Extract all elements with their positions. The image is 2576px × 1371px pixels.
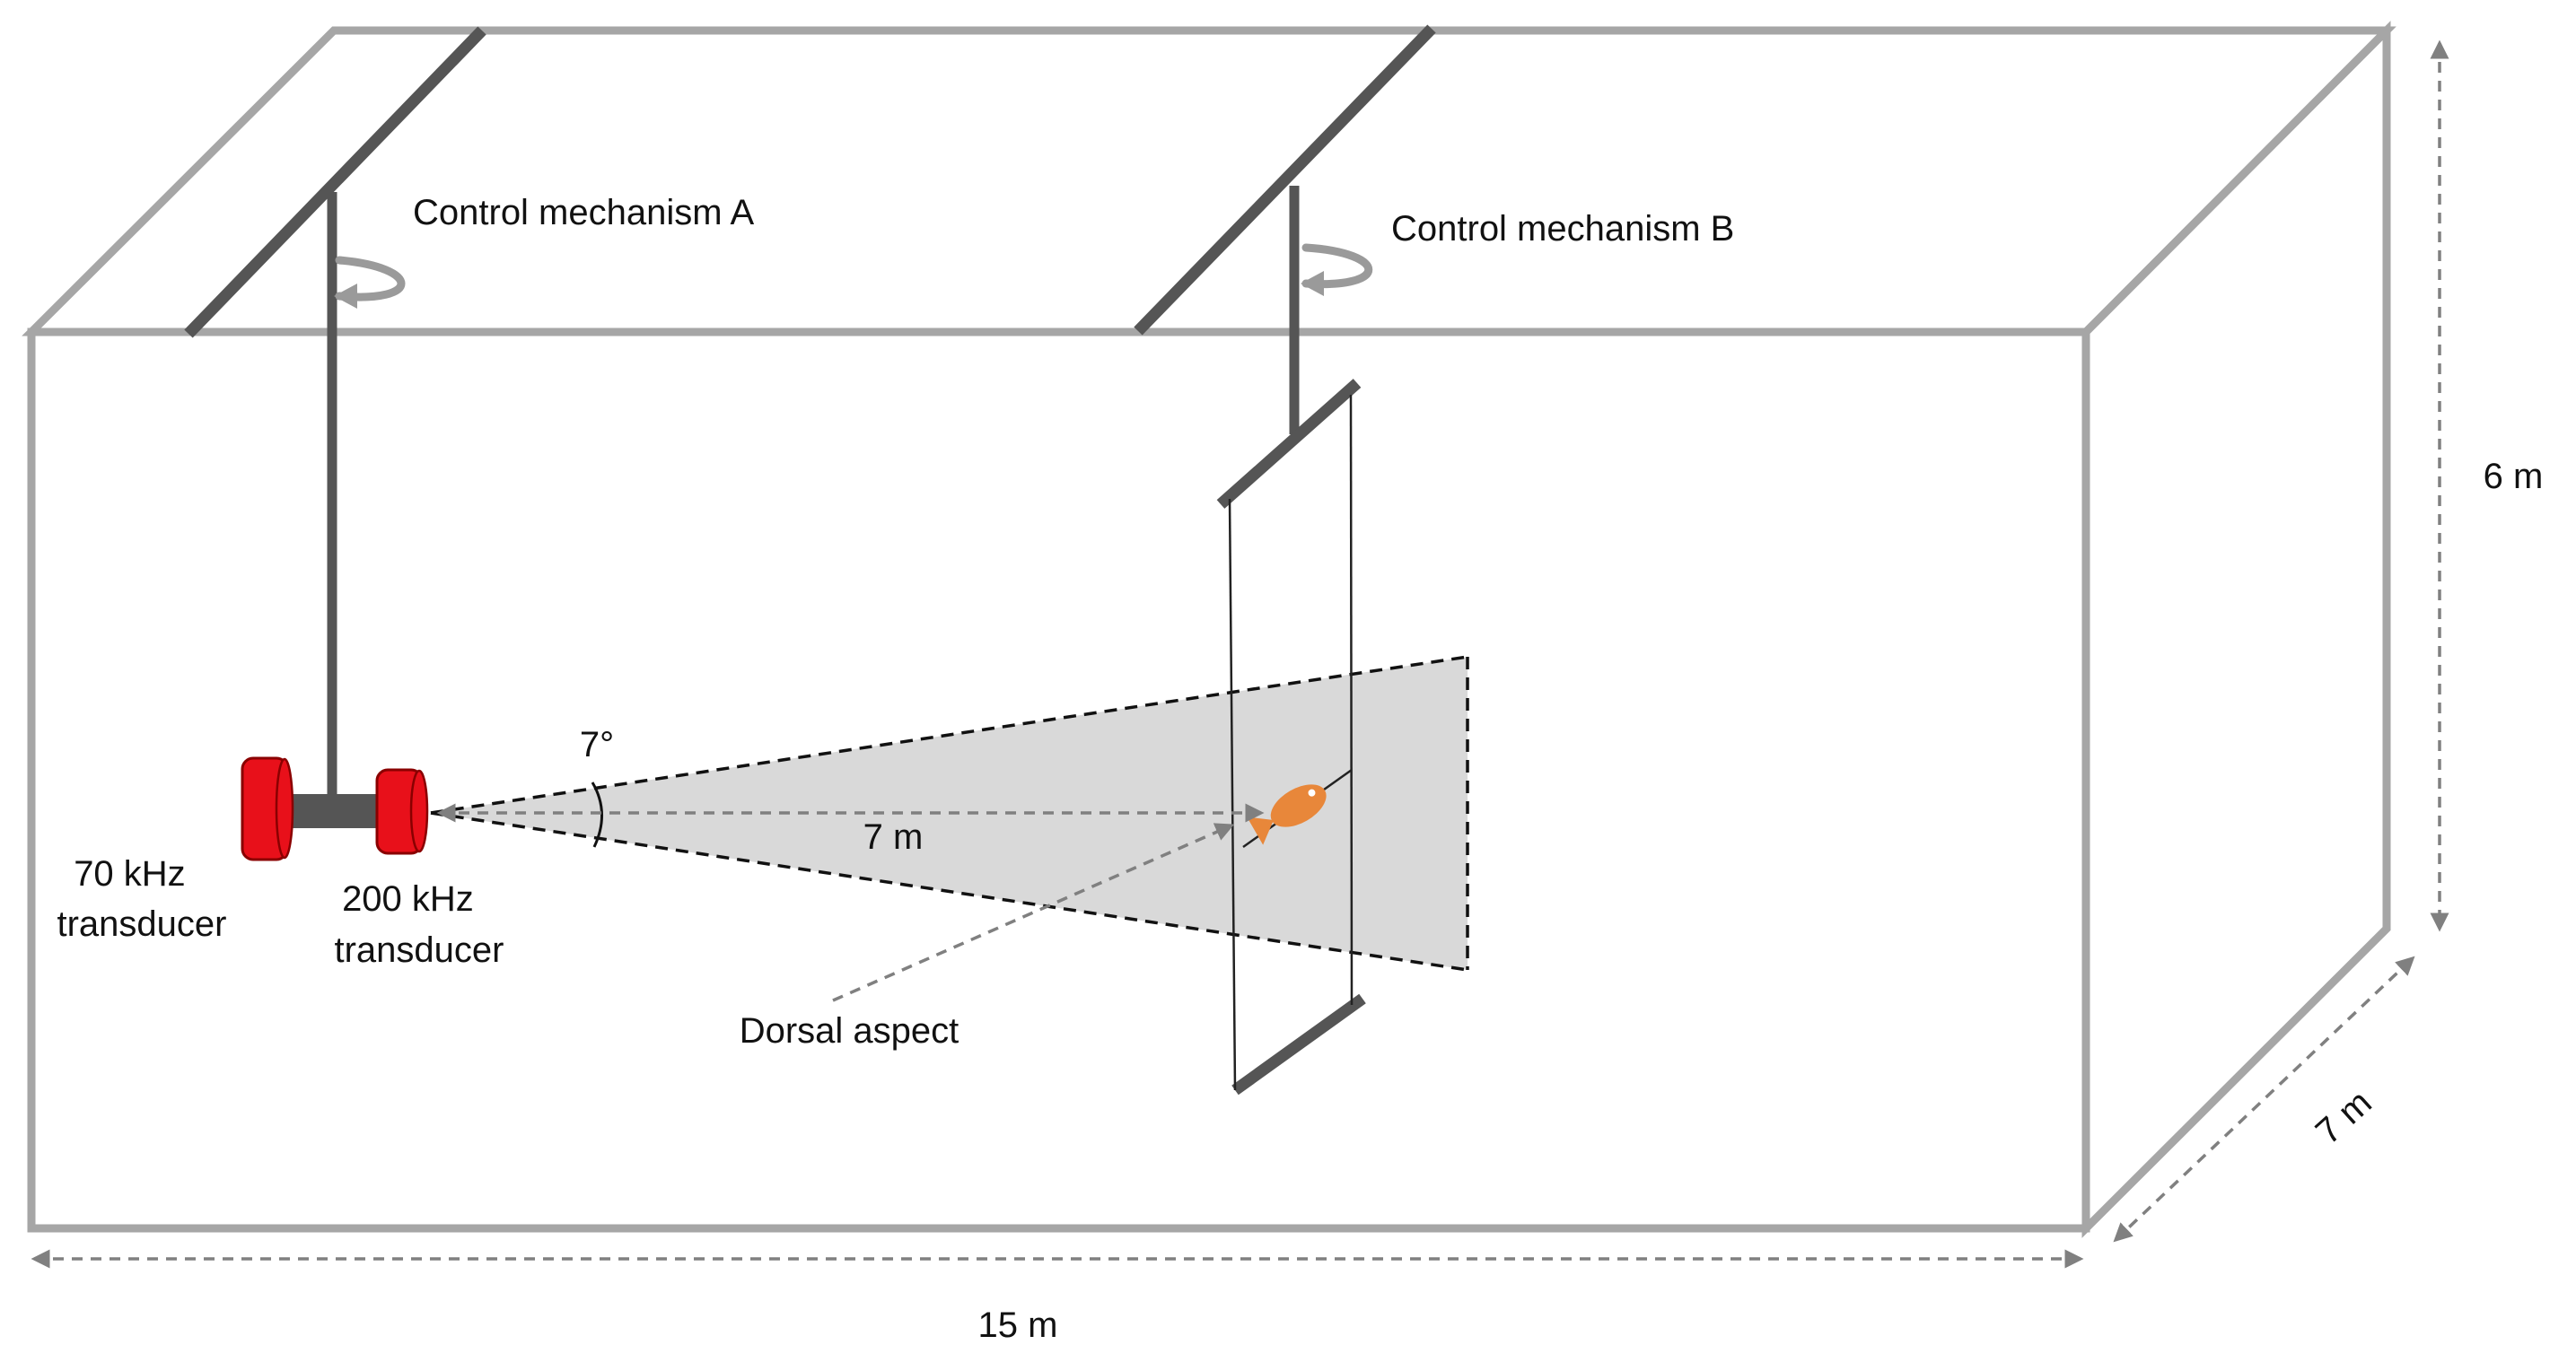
height-label: 6 m xyxy=(2484,457,2544,496)
range-label: 7 m xyxy=(863,817,924,857)
tank xyxy=(22,21,2396,1238)
transducer-70-label-line1: 70 kHz xyxy=(74,854,186,894)
control-b-rotation-arrowhead xyxy=(1301,271,1324,296)
tank-top-face xyxy=(22,26,2396,336)
control-a-label: Control mechanism A xyxy=(413,193,754,232)
dorsal-aspect-pointer xyxy=(832,823,1235,1002)
transducer-assembly xyxy=(241,756,429,861)
control-b-rotation-arrow xyxy=(1301,243,1373,289)
control-mechanism-a xyxy=(184,26,486,808)
transducer-70khz xyxy=(241,756,294,861)
control-a-rotation-arrowhead xyxy=(334,284,357,309)
transducer-70-label: 70 kHz transducer xyxy=(57,854,227,944)
transducer-200-label-line2: transducer xyxy=(335,930,504,970)
beam-upper-edge xyxy=(430,655,1468,815)
frame-bottom-bar xyxy=(1231,993,1366,1096)
beam-lower-edge xyxy=(430,811,1468,972)
frame-wire-right xyxy=(1349,394,1354,1006)
depth-dimension-arrow xyxy=(2113,956,2415,1243)
transducer-200-label-line1: 200 kHz xyxy=(342,879,474,919)
depth-label: 7 m xyxy=(2309,1083,2379,1152)
fish-target xyxy=(1247,784,1327,845)
tank-right-face xyxy=(2081,21,2391,1238)
frame-wire-left xyxy=(1228,498,1237,1091)
control-b-top-bar xyxy=(1134,24,1436,336)
transducer-70-label-line2: transducer xyxy=(57,904,227,944)
control-b-label: Control mechanism B xyxy=(1391,209,1734,249)
length-label: 15 m xyxy=(978,1306,1058,1345)
dorsal-aspect-label: Dorsal aspect xyxy=(740,1011,959,1051)
transducer-200-label: 200 kHz transducer xyxy=(335,879,504,970)
frame-top-bar xyxy=(1216,379,1362,509)
transducer-200khz xyxy=(375,768,429,855)
tank-front-face xyxy=(27,327,2090,1233)
control-a-top-bar xyxy=(184,26,486,338)
beam-angle-label: 7° xyxy=(580,725,614,764)
control-a-rotation-arrow xyxy=(335,256,406,301)
